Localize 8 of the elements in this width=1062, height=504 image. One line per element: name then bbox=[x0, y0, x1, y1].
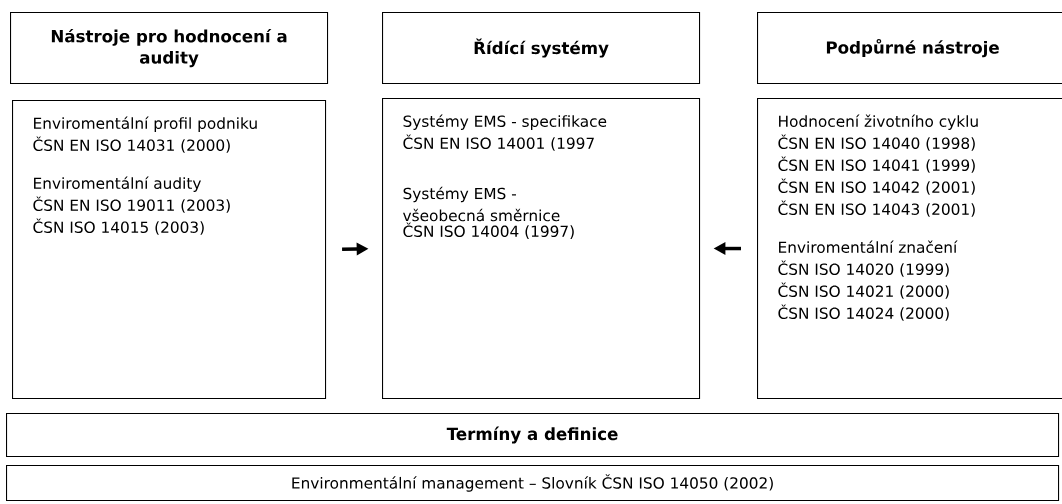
heading-box: Podpůrné nástroje bbox=[757, 12, 1062, 85]
standard-list-box: Hodnocení životního cyklu ČSN EN ISO 14040 (1998) ČSN EN ISO 14041 (1999) ČSN EN ISO 14042 (2001) ČSN EN ISO 14043 (2001) Enviromentální značení ČSN ISO 14020 (1999) ČSN ISO 14021 (2000) ČSN ISO 14024 (2000) bbox=[757, 98, 1062, 400]
standard-list-box: Enviromentální profil podniku ČSN EN ISO 14031 (2000) Enviromentální audity ČSN EN ISO 19011 (2003) ČSN ISO 14015 (2003) bbox=[12, 100, 327, 400]
heading-box: Řídící systémy bbox=[382, 12, 701, 85]
standard-list-box: Systémy EMS - specifikace ČSN EN ISO 14001 (1997 Systémy EMS - všeobecná směrnice ČSN ISO 14004 (1997) bbox=[382, 98, 701, 400]
heading-box: Nástroje pro hodnocení a audity bbox=[10, 12, 329, 85]
definition-box: Environmentální management – Slovník ČSN ISO 14050 (2002) bbox=[6, 465, 1060, 502]
heading-box: Termíny a definice bbox=[6, 413, 1060, 458]
